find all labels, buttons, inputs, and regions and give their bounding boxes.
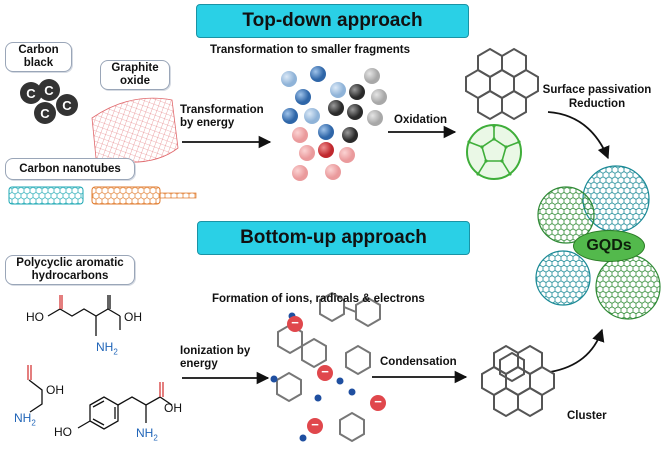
chem-nh2: NH2	[14, 411, 36, 428]
banner-bottom-up: Bottom-up approach	[197, 221, 470, 255]
label-formation: Formation of ions, radicals & electrons	[212, 293, 425, 305]
banner-top-down: Top-down approach	[196, 4, 469, 38]
fragments-cluster	[281, 66, 387, 181]
carbon-ball-icon: C	[34, 102, 56, 124]
tag-polycyclic: Polycyclic aromatic hydrocarbons	[5, 255, 135, 285]
glutamic-acid-structure	[47, 295, 121, 336]
label-condensation: Condensation	[380, 356, 457, 368]
anion-icon: −	[370, 395, 386, 411]
fullerene-icon	[466, 124, 522, 180]
anion-icon: −	[287, 316, 303, 332]
label-cluster: Cluster	[567, 410, 607, 422]
cluster-icon	[481, 344, 555, 418]
arrow-cluster	[549, 328, 605, 373]
tag-carbon-nanotubes: Carbon nanotubes	[5, 158, 135, 180]
label-fragments: Transformation to smaller fragments	[210, 44, 411, 56]
anion-icon: −	[307, 418, 323, 434]
graphene-fragment-icon	[465, 47, 539, 121]
tag-carbon-black: Carbon black	[5, 42, 72, 72]
carbon-ball-icon: C	[38, 79, 60, 101]
anion-icon: −	[317, 365, 333, 381]
carbon-nanotubes-icon	[8, 186, 197, 205]
tyrosine-structure	[77, 382, 173, 430]
chem-ho: HO	[54, 425, 72, 439]
label-surface-passivation: Surface passivation	[542, 84, 652, 96]
label-transformation-energy: Transformation by energy	[180, 104, 264, 129]
chem-ho: HO	[26, 310, 44, 324]
aromatic-radicals	[276, 291, 381, 443]
label-reduction: Reduction	[568, 98, 626, 110]
chem-oh: OH	[124, 310, 142, 324]
chem-oh: OH	[164, 401, 182, 415]
graphite-oxide-sheet	[91, 97, 179, 163]
label-ionization-energy: Ionization by energy	[180, 345, 251, 370]
tag-graphite-oxide: Graphite oxide	[100, 60, 170, 90]
carbon-ball-icon: C	[20, 82, 42, 104]
label-oxidation: Oxidation	[394, 114, 448, 126]
chem-nh2: NH2	[96, 340, 118, 357]
arrow-passivation	[547, 111, 610, 160]
gqd-label: GQDs	[573, 230, 645, 262]
gqd-discs	[535, 165, 661, 320]
chem-nh2: NH2	[136, 426, 158, 443]
glycine-structure	[27, 365, 43, 413]
chem-oh: OH	[46, 383, 64, 397]
carbon-ball-icon: C	[56, 94, 78, 116]
